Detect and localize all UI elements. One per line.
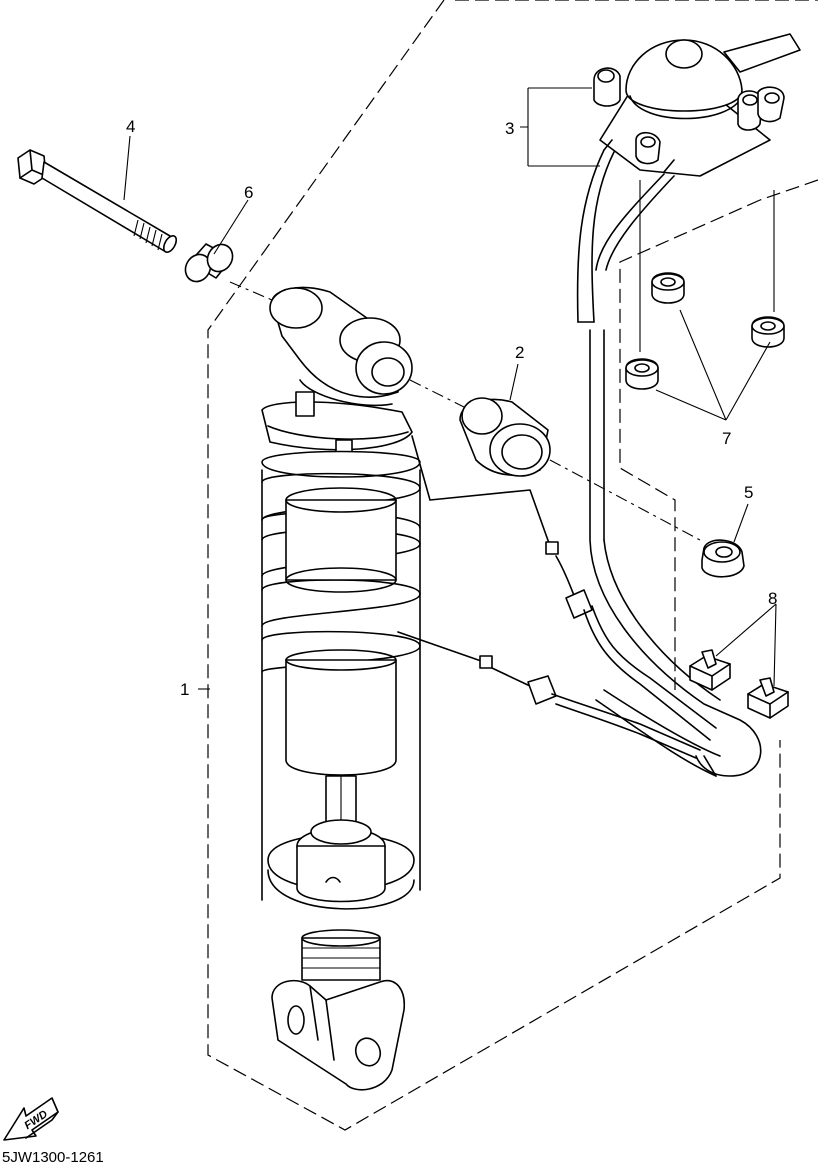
clip-part-8-a (689, 649, 731, 691)
diagram-code: 5JW1300-1261 (2, 1149, 104, 1166)
grommet-part-7-b (751, 316, 785, 348)
callout-5: 5 (744, 483, 753, 502)
grommet-guide-lines (639, 180, 775, 352)
bolt-axis-line (229, 281, 701, 541)
preload-adjuster-part-3 (593, 33, 801, 177)
collar-part-5 (701, 539, 745, 578)
shock-absorber-part-1 (261, 286, 421, 1091)
grommet-part-7-c (625, 358, 659, 390)
grommet-part-7-a (651, 272, 685, 304)
callout-3: 3 (505, 119, 514, 138)
callout-7: 7 (722, 429, 731, 448)
assembly-boundary-top (455, 0, 818, 690)
fwd-direction-badge: FWD (3, 1097, 59, 1141)
callout-8: 8 (768, 589, 777, 608)
adjuster-cables (397, 435, 717, 759)
collar-part-6 (184, 243, 234, 283)
assembly-boundary-outer (207, 0, 781, 1131)
callout-4: 4 (126, 117, 135, 136)
callout-6: 6 (244, 183, 253, 202)
bolt-part-4 (17, 149, 178, 253)
bushing-part-2 (459, 397, 551, 477)
leader-lines (123, 87, 777, 690)
clip-part-8-b (747, 677, 789, 719)
callout-2: 2 (515, 343, 524, 362)
callout-1: 1 (180, 680, 189, 699)
hydraulic-hose (576, 149, 762, 777)
